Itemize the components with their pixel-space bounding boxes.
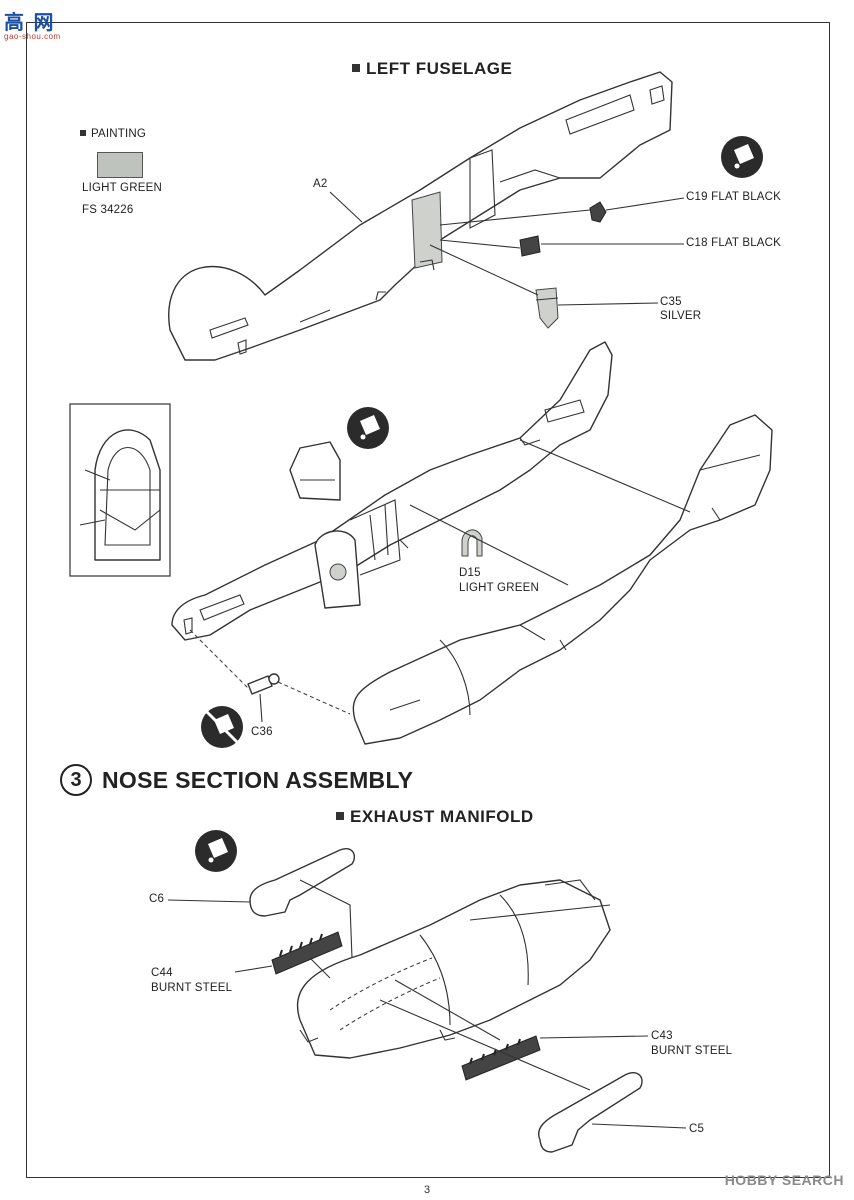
part-color-c43: BURNT STEEL bbox=[651, 1045, 733, 1057]
cement-icon bbox=[347, 407, 389, 449]
part-color-c35: SILVER bbox=[660, 310, 702, 322]
cement-icon bbox=[721, 136, 763, 178]
left-fuselage-header: LEFT FUSELAGE bbox=[352, 59, 512, 79]
leader-c6-to-nose bbox=[299, 879, 353, 959]
dashed-guide-c36-right bbox=[277, 681, 351, 715]
part-label-c36: C36 bbox=[251, 726, 273, 738]
leader-a2 bbox=[329, 191, 363, 223]
arrow-c5-to-nose bbox=[379, 999, 591, 1091]
leader-c19-to-fuselage bbox=[439, 209, 591, 226]
bullet-square-icon bbox=[352, 64, 360, 72]
part-c5 bbox=[538, 1071, 643, 1153]
paint-swatch bbox=[97, 152, 143, 178]
exhaust-manifold-header: EXHAUST MANIFOLD bbox=[336, 807, 534, 827]
page-number: 3 bbox=[423, 1184, 431, 1196]
part-color-d15: LIGHT GREEN bbox=[459, 582, 539, 594]
bullet-square-icon bbox=[80, 130, 86, 136]
leader-c44 bbox=[234, 965, 273, 973]
part-label-d15: D15 bbox=[459, 567, 481, 579]
paint-color-name: LIGHT GREEN bbox=[82, 182, 162, 194]
part-d15 bbox=[461, 529, 483, 557]
no-cement-icon bbox=[201, 706, 243, 748]
part-label-c18: C18 FLAT BLACK bbox=[686, 237, 782, 249]
nose-section bbox=[296, 879, 611, 1059]
leader-c18-to-fuselage bbox=[439, 239, 521, 249]
leader-c6 bbox=[167, 899, 251, 903]
arrow-c43-to-nose bbox=[394, 979, 501, 1041]
painting-header: PAINTING bbox=[80, 128, 146, 140]
arrow-c44-to-nose bbox=[309, 957, 331, 979]
leader-c36 bbox=[259, 693, 263, 723]
part-c18 bbox=[519, 235, 541, 257]
part-label-c5: C5 bbox=[689, 1123, 705, 1135]
part-label-a2: A2 bbox=[313, 178, 328, 190]
part-label-c6: C6 bbox=[149, 893, 165, 905]
step-number-circle: 3 bbox=[60, 764, 92, 796]
site-logo-main: 高 网 bbox=[4, 12, 56, 34]
leader-tail-join bbox=[519, 439, 691, 513]
exhaust-manifold-title: EXHAUST MANIFOLD bbox=[350, 807, 534, 826]
bullet-square-icon bbox=[336, 812, 344, 820]
leader-c43 bbox=[539, 1035, 649, 1039]
leader-c5 bbox=[591, 1123, 687, 1129]
cockpit-seat bbox=[289, 441, 341, 501]
part-label-c35: C35 bbox=[660, 296, 682, 308]
fuselage-half-right bbox=[352, 414, 773, 745]
paint-color-code: FS 34226 bbox=[82, 204, 134, 216]
page-border bbox=[26, 22, 830, 1178]
part-label-c44: C44 bbox=[151, 967, 173, 979]
part-label-c43: C43 bbox=[651, 1030, 673, 1042]
part-c35 bbox=[535, 287, 559, 329]
part-c44 bbox=[271, 931, 343, 975]
step-3-header: 3 NOSE SECTION ASSEMBLY bbox=[60, 764, 413, 796]
part-c6 bbox=[249, 848, 356, 917]
part-c19 bbox=[589, 201, 607, 223]
fuselage-half-left bbox=[171, 341, 613, 641]
watermark: HOBBY SEARCH bbox=[724, 1172, 844, 1188]
site-logo: 高 网 gao-shou.com bbox=[4, 6, 61, 41]
leader-c19 bbox=[605, 197, 685, 211]
inset-detail-box bbox=[69, 403, 171, 577]
step-title: NOSE SECTION ASSEMBLY bbox=[102, 766, 414, 793]
painting-title: PAINTING bbox=[91, 128, 147, 140]
cockpit-frame bbox=[314, 499, 401, 609]
leader-d15-upper bbox=[409, 504, 569, 586]
part-color-c44: BURNT STEEL bbox=[151, 982, 233, 994]
dashed-guide-c36-left bbox=[189, 629, 249, 689]
cement-icon bbox=[195, 830, 237, 872]
part-label-c19: C19 FLAT BLACK bbox=[686, 191, 782, 203]
site-logo-sub: gao-shou.com bbox=[4, 32, 61, 41]
part-c43 bbox=[461, 1035, 541, 1081]
fuselage-half-a2 bbox=[168, 71, 673, 361]
leader-c35-to-fuselage bbox=[429, 244, 539, 296]
leader-c35 bbox=[557, 302, 659, 306]
part-c36 bbox=[247, 673, 280, 695]
left-fuselage-title: LEFT FUSELAGE bbox=[366, 59, 513, 78]
